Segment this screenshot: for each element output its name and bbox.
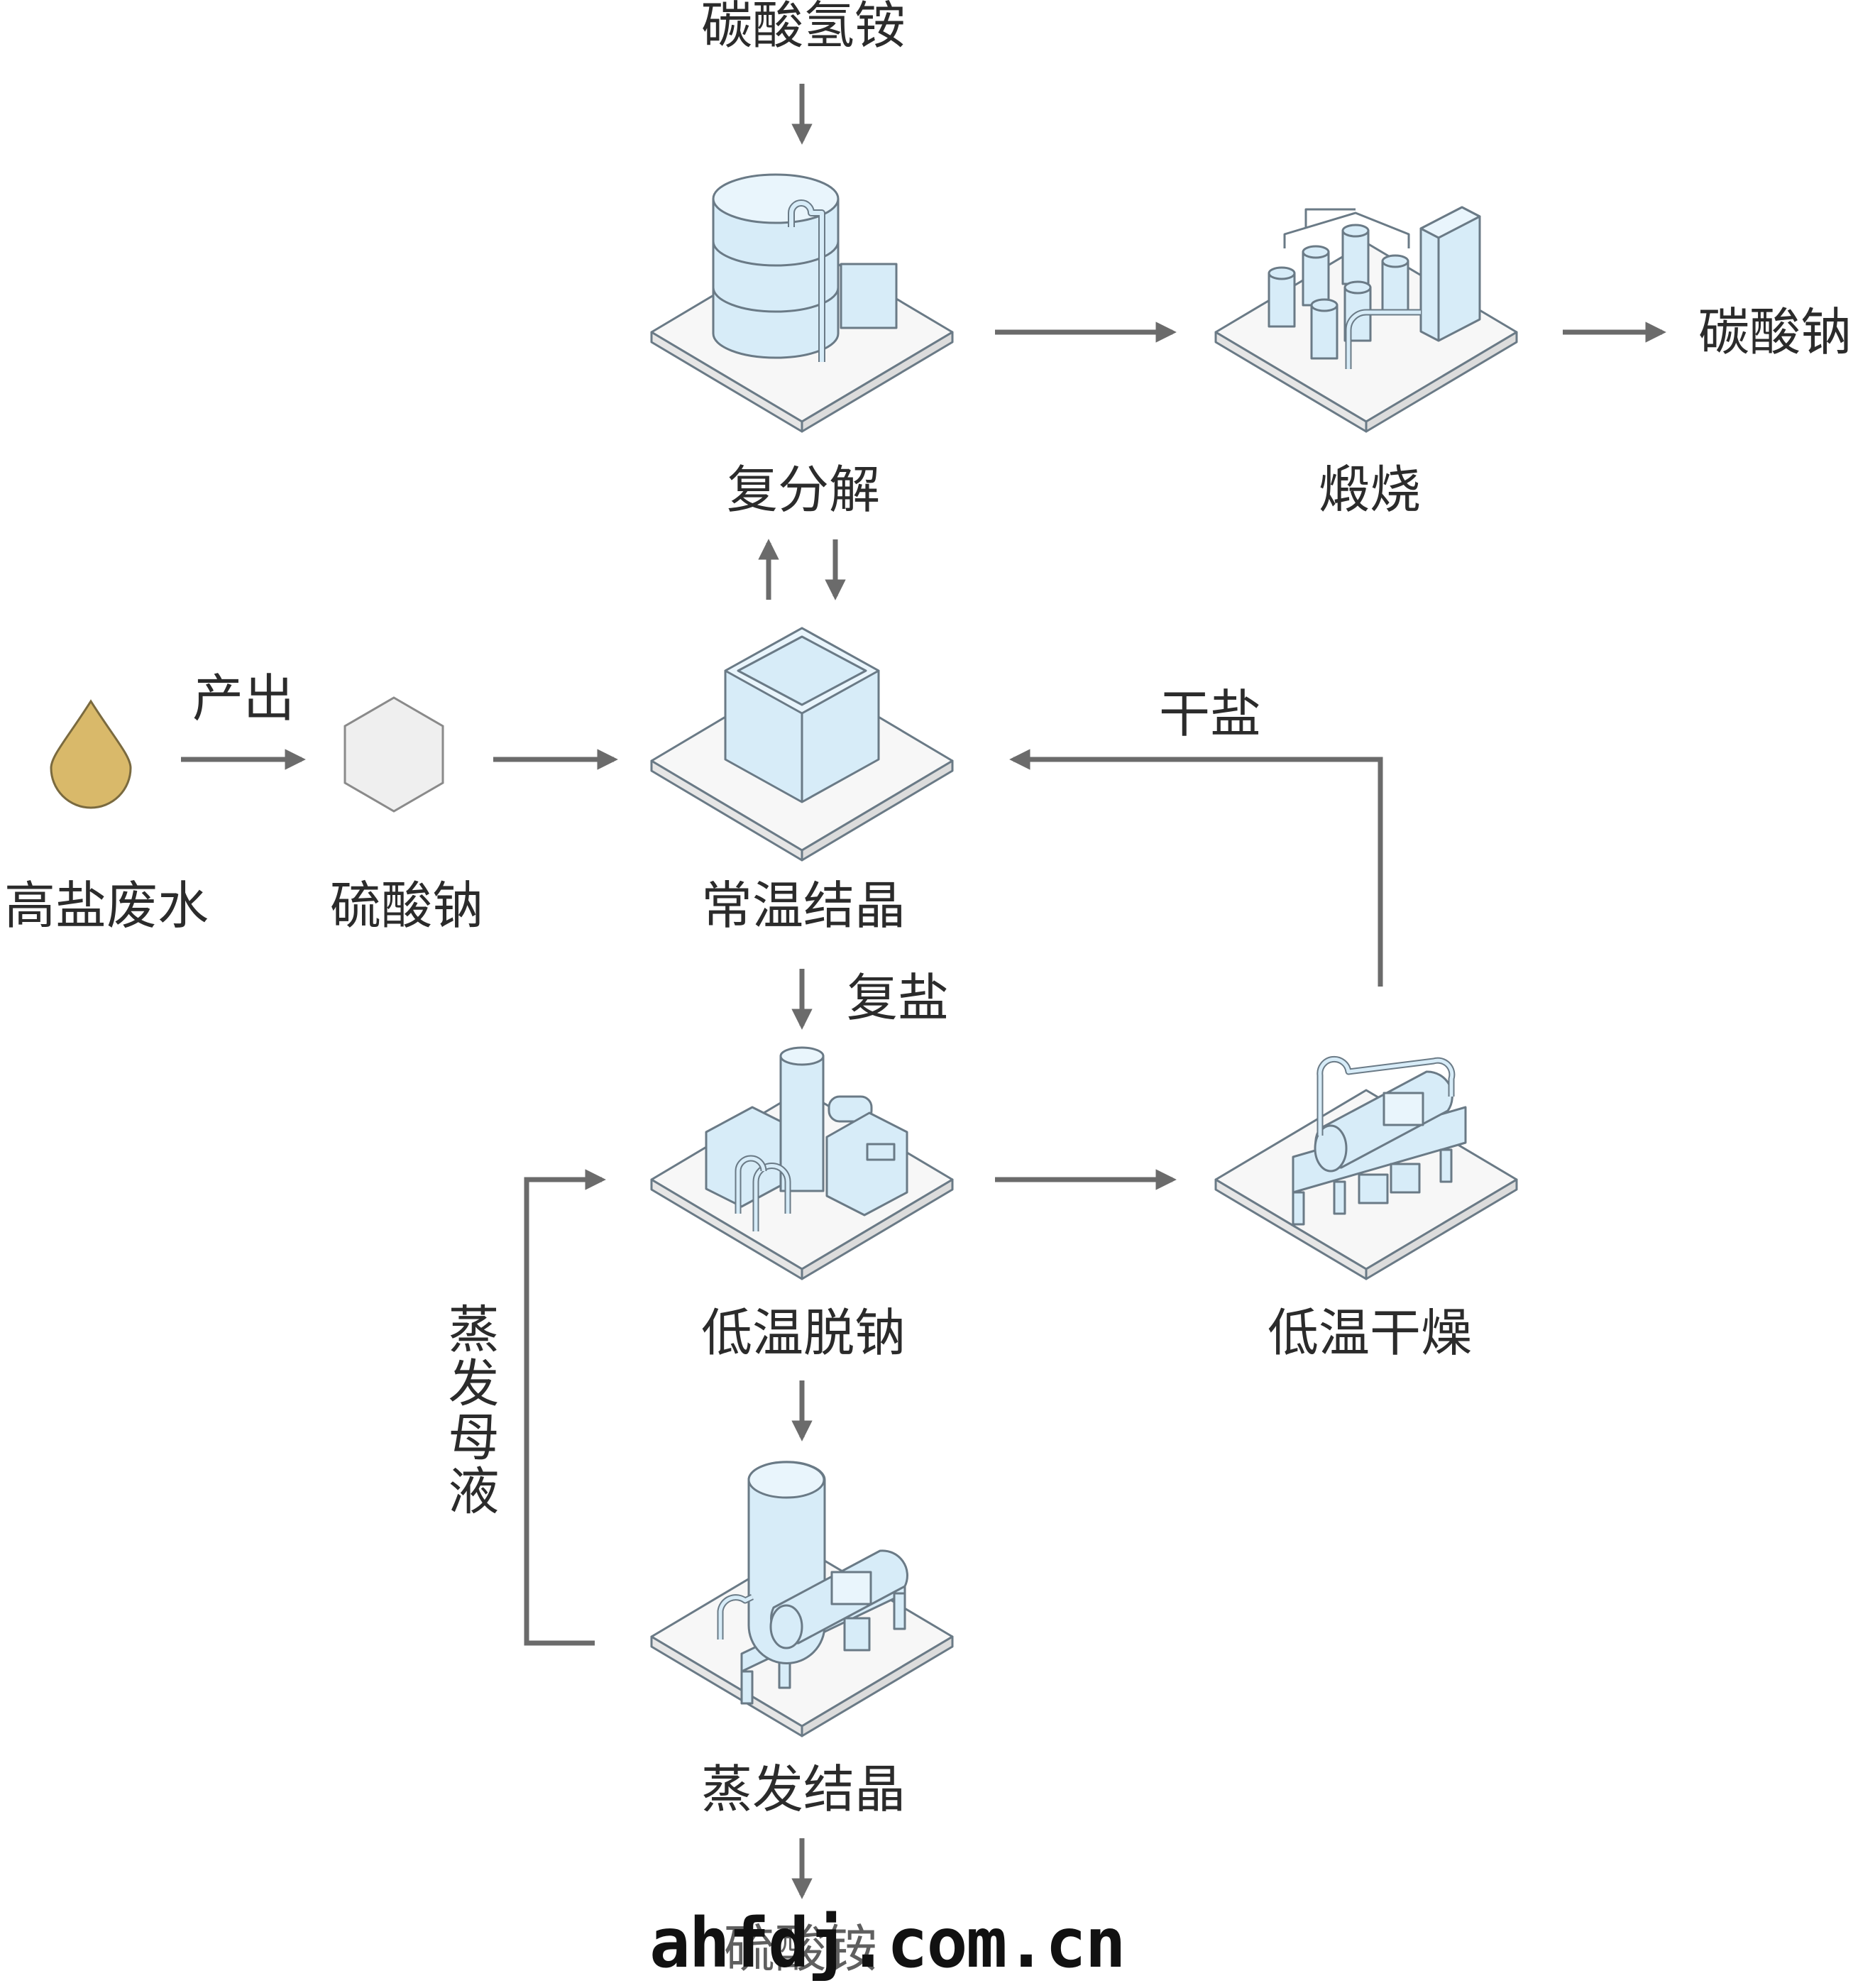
label-dry-salt: 干盐 [1158,684,1262,744]
label-low-temp-dry: 低温干燥 [1267,1303,1473,1363]
label-produce: 产出 [192,669,295,728]
metathesis-equipment-icon [650,173,954,433]
room-cryst-equipment-icon [650,627,954,862]
label-room-cryst: 常温结晶 [700,876,906,935]
droplet-icon [50,699,132,809]
label-na2so4: 硫酸钠 [329,876,484,935]
label-double-salt: 复盐 [847,968,950,1028]
evap-equipment-icon [650,1461,954,1737]
hexagon-icon [343,696,444,813]
label-calcination: 煅烧 [1318,460,1422,520]
label-wastewater: 高盐废水 [4,876,209,935]
watermark: ahfdj.com.cn [649,1904,1126,1983]
label-mother-liquor: 蒸发母液 [439,1302,499,1518]
desodium-equipment-icon [650,1046,954,1280]
calcination-equipment-icon [1214,206,1518,433]
label-nh4so4: 硫酸铵 [724,1919,878,1979]
arrow-mother-liquor-loop [524,1169,606,1646]
label-evap-cryst: 蒸发结晶 [700,1759,906,1819]
label-desodium: 低温脱钠 [700,1303,906,1363]
arrow-dry-salt-return [1009,749,1383,987]
label-nh4hco3: 碳酸氢铵 [700,0,906,55]
label-na2co3: 碳酸钠 [1698,302,1852,362]
label-metathesis: 复分解 [726,460,881,520]
dryer-equipment-icon [1214,1055,1518,1280]
